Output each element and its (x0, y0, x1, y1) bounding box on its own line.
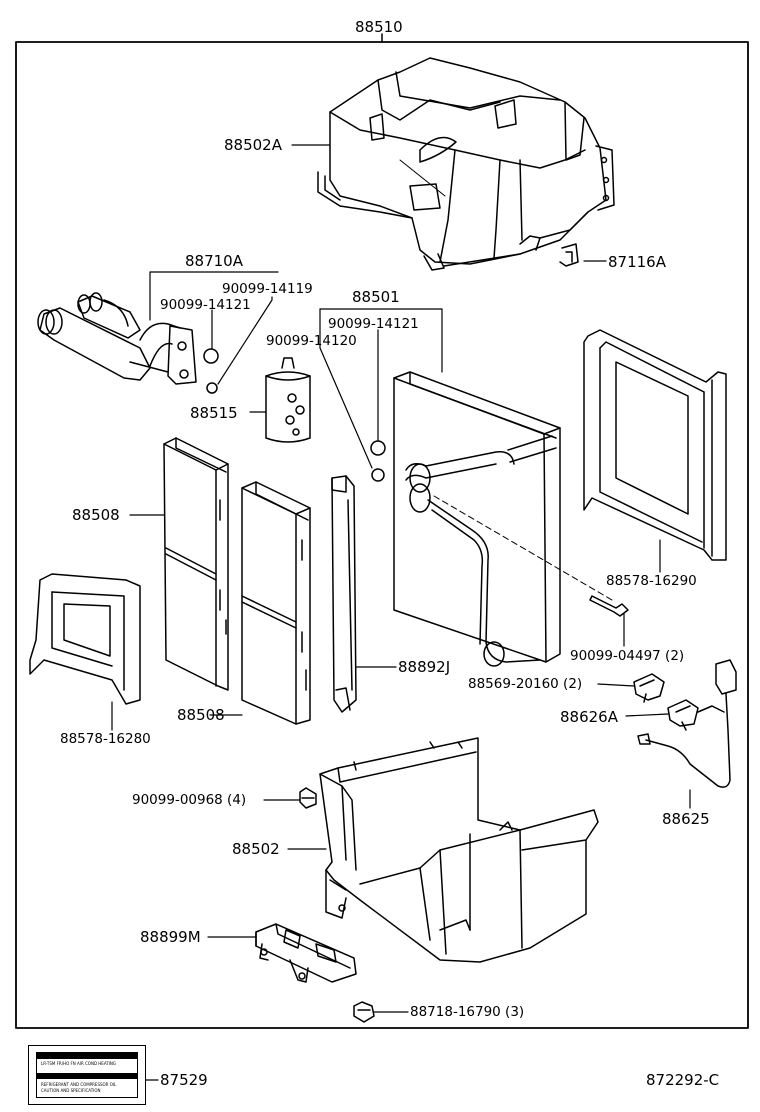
seal-right-drawing (583, 329, 727, 561)
label-88718-16790: 88718-16790 (3) (410, 1004, 525, 1020)
label-88892J: 88892J (398, 658, 451, 676)
harness-drawing (637, 659, 737, 788)
label-88578-16290: 88578-16290 (606, 573, 697, 589)
caution-label-sheet: LR-TSM FR/HO FN AIR COND HEATING REFRIGE… (28, 1045, 146, 1105)
clip-lower-drawing (353, 1001, 375, 1023)
clamp-drawing (633, 673, 665, 703)
screw-04497-drawing (589, 595, 629, 617)
seal-left-drawing (29, 573, 141, 705)
label-90099-04497: 90099-04497 (2) (570, 648, 685, 664)
diagram-frame (15, 41, 749, 1029)
evaporator-drawing (393, 371, 561, 667)
leader-88710A (149, 271, 217, 321)
upper-cover-drawing (317, 57, 615, 271)
lower-case-drawing (319, 737, 599, 963)
label-90099-00968: 90099-00968 (4) (132, 792, 247, 808)
label-88508-1: 88508 (72, 506, 120, 524)
leader-88501 (319, 308, 443, 373)
label-87529: 87529 (160, 1071, 208, 1089)
screw-00968-drawing (299, 787, 317, 809)
leader-20160 (597, 683, 635, 687)
label-90099-14119: 90099-14119 (222, 281, 313, 297)
leader-88626A (625, 713, 669, 717)
thermistor-drawing (667, 699, 725, 731)
filter-1-drawing (163, 437, 229, 691)
label-88625: 88625 (662, 810, 710, 828)
label-sheet-line-1: LR-TSM FR/HO FN AIR COND HEATING (41, 1061, 116, 1066)
label-88626A: 88626A (560, 708, 618, 726)
label-88710A: 88710A (185, 252, 243, 270)
label-90099-14121-a: 90099-14121 (160, 297, 251, 313)
tube-assy-drawing (37, 292, 197, 385)
oring-14120 (371, 468, 385, 482)
label-88578-16280: 88578-16280 (60, 731, 151, 747)
label-88508-2: 88508 (177, 706, 225, 724)
oring-14121-a (203, 348, 219, 364)
expansion-valve-drawing (265, 357, 311, 443)
label-88899M: 88899M (140, 928, 201, 946)
clip-87116a-drawing (559, 243, 579, 267)
oring-14119 (206, 382, 218, 394)
label-88502A: 88502A (224, 136, 282, 154)
label-sheet-bar-top (37, 1053, 137, 1059)
label-90099-14121-b: 90099-14121 (328, 316, 419, 332)
amplifier-drawing (255, 923, 357, 983)
oring-14121-b (370, 440, 386, 456)
label-88501: 88501 (352, 288, 400, 306)
caution-label-inner: LR-TSM FR/HO FN AIR COND HEATING REFRIGE… (36, 1052, 138, 1098)
diagram-title: 88510 (355, 18, 403, 36)
alignment-dashed-line (433, 495, 613, 601)
label-87116A: 87116A (608, 253, 666, 271)
insulator-drawing (331, 475, 357, 713)
label-sheet-bar-middle (37, 1073, 137, 1079)
label-90099-14120: 90099-14120 (266, 333, 357, 349)
leader-14119 (217, 296, 273, 385)
filter-2-drawing (241, 481, 311, 725)
label-sheet-line-2: REFRIGERANT AND COMPRESSOR OIL (41, 1082, 117, 1087)
label-88502: 88502 (232, 840, 280, 858)
label-88515: 88515 (190, 404, 238, 422)
label-sheet-line-3: CAUTION AND SPECIFICATION (41, 1088, 101, 1093)
label-88569-20160: 88569-20160 (2) (468, 676, 583, 692)
diagram-code: 872292-C (646, 1071, 720, 1089)
